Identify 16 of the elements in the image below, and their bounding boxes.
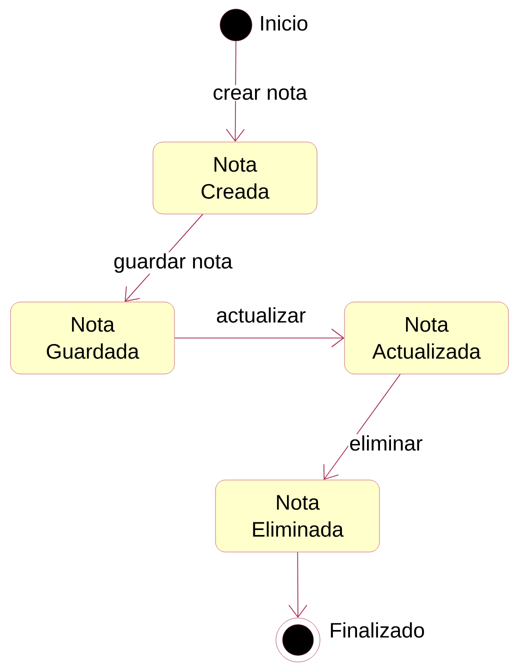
state-label: Inicio xyxy=(261,15,308,31)
arrow xyxy=(174,328,344,348)
edge-label: guardar nota xyxy=(112,252,234,274)
state-box: Nota Actualizada xyxy=(344,302,509,374)
edge-label: eliminar xyxy=(348,434,424,452)
state-box: Nota Guardada xyxy=(10,302,175,374)
arrow xyxy=(226,40,245,142)
arrow xyxy=(323,374,401,480)
state-box: Nota Creada xyxy=(152,142,318,214)
final-state xyxy=(276,618,320,662)
arrow xyxy=(288,552,308,618)
state-label: Finalizado xyxy=(330,622,424,638)
state-box: Nota Eliminada xyxy=(215,480,380,552)
edge-label: crear nota xyxy=(212,85,308,101)
initial-state xyxy=(220,8,252,42)
edge-label: actualizar xyxy=(215,306,307,324)
